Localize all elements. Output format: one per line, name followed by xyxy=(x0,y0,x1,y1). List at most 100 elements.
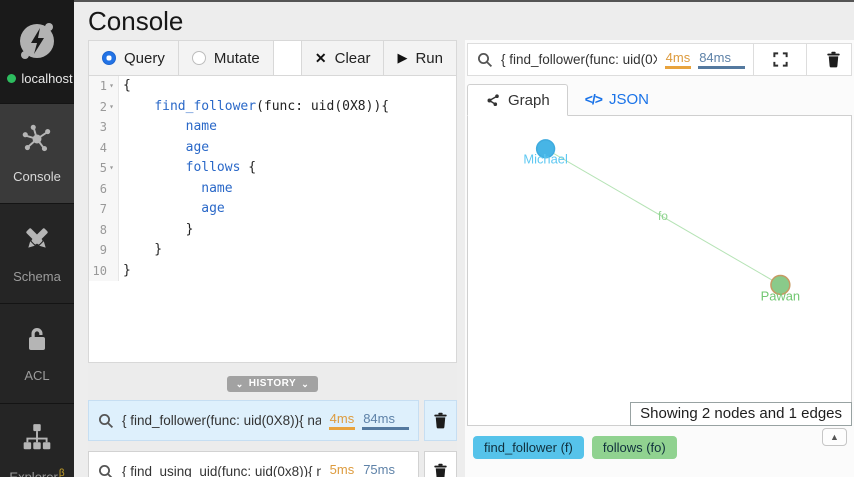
code-token xyxy=(123,99,154,114)
line-gutter[interactable]: 6 xyxy=(89,178,119,199)
tab-graph[interactable]: Graph xyxy=(467,84,568,116)
trash-icon xyxy=(431,411,450,430)
graph-node-label: Michael xyxy=(523,152,568,167)
line-number: 10 xyxy=(92,263,107,278)
graph-edge-label: fo xyxy=(658,209,668,223)
editor-line[interactable]: 6 name xyxy=(89,178,456,200)
history-entry[interactable]: { find_using_uid(func: uid(0x8)){ na... 5… xyxy=(88,451,419,477)
line-gutter[interactable]: 7 xyxy=(89,199,119,220)
server-label: localhost xyxy=(21,70,73,86)
editor-line[interactable]: 2▾ find_follower(func: uid(0X8)){ xyxy=(89,96,456,117)
history-section: ⌄ HISTORY ⌄ { find_follower(func: uid(0X… xyxy=(88,363,457,477)
editor-line[interactable]: 7 age xyxy=(89,199,456,220)
network-latency: 75ms xyxy=(362,462,409,477)
line-gutter[interactable]: 10 xyxy=(89,260,119,281)
line-gutter[interactable]: 9 xyxy=(89,240,119,261)
line-gutter[interactable]: 2▾ xyxy=(89,96,119,117)
line-number: 4 xyxy=(99,140,107,155)
sidebar-item-label: Console xyxy=(13,169,61,184)
query-tab-label: Query xyxy=(124,49,165,67)
schema-icon xyxy=(21,223,53,260)
legend-badge[interactable]: find_follower (f) xyxy=(473,436,584,459)
network-latency: 84ms xyxy=(698,50,745,69)
sidebar-item-console[interactable]: Console xyxy=(0,104,74,204)
code-token: name xyxy=(201,180,233,196)
graph-icon xyxy=(485,92,501,108)
page-title: Console xyxy=(88,5,184,36)
legend-badge[interactable]: follows (fo) xyxy=(591,436,677,459)
editor-line[interactable]: 8 } xyxy=(89,219,456,240)
code-token: (func: uid(0X8)){ xyxy=(256,98,390,114)
line-number: 1 xyxy=(99,79,107,93)
line-gutter[interactable]: 5▾ xyxy=(89,158,119,179)
collapse-legend-button[interactable]: ▲ xyxy=(822,428,847,446)
search-icon xyxy=(98,413,114,429)
run-button[interactable]: ▶ Run xyxy=(384,41,456,75)
history-entry[interactable]: { find_follower(func: uid(0X8)){ nam...4… xyxy=(88,400,419,441)
history-list: { find_follower(func: uid(0X8)){ nam...4… xyxy=(88,400,457,477)
editor-line[interactable]: 3 name xyxy=(89,117,456,138)
server-latency: 4ms xyxy=(664,50,692,69)
result-tabs: Graph </> JSON xyxy=(467,83,852,116)
search-icon xyxy=(98,464,114,477)
history-toggle[interactable]: ⌄ HISTORY ⌄ xyxy=(226,376,319,392)
explorer-icon xyxy=(21,422,53,459)
code-line: name xyxy=(119,179,233,200)
line-gutter[interactable]: 4 xyxy=(89,137,119,158)
code-line: } xyxy=(119,240,162,261)
sidebar-item-schema[interactable]: Schema xyxy=(0,204,74,304)
query-panel: Query Mutate ✕ Clear ▶ Run xyxy=(88,40,457,477)
editor-line[interactable]: 1▾{ xyxy=(89,76,456,97)
main-area: Console Query Mutate ✕ Cl xyxy=(74,0,854,477)
clear-button[interactable]: ✕ Clear xyxy=(302,41,385,75)
history-row: { find_using_uid(func: uid(0x8)){ na... 5… xyxy=(88,451,457,477)
line-gutter[interactable]: 8 xyxy=(89,219,119,240)
sidebar-server-section[interactable]: localhost xyxy=(0,0,74,104)
editor-line[interactable]: 5▾ follows { xyxy=(89,158,456,179)
line-gutter[interactable]: 3 xyxy=(89,117,119,138)
code-token xyxy=(123,160,186,175)
mutate-tab[interactable]: Mutate xyxy=(179,41,274,75)
fold-icon[interactable]: ▾ xyxy=(109,81,114,90)
graph-legend: find_follower (f) follows (fo) ▲ xyxy=(467,426,852,467)
graph-node-pawan[interactable] xyxy=(770,274,791,296)
code-editor[interactable]: 1▾{2▾ find_follower(func: uid(0X8)){3 na… xyxy=(88,76,457,363)
line-number: 8 xyxy=(99,222,107,237)
editor-line[interactable]: 10} xyxy=(89,260,456,281)
divider xyxy=(806,44,807,75)
beta-badge: β xyxy=(58,468,65,477)
fullscreen-icon xyxy=(772,51,789,68)
search-icon xyxy=(477,52,493,68)
delete-history-button[interactable] xyxy=(424,451,457,477)
mutate-tab-label: Mutate xyxy=(213,49,260,67)
code-token: age xyxy=(185,139,210,155)
tab-graph-label: Graph xyxy=(508,91,550,109)
tab-json[interactable]: </> JSON xyxy=(568,83,666,115)
history-query-text: { find_using_uid(func: uid(0x8)){ na... xyxy=(122,464,321,477)
line-number: 5 xyxy=(99,161,107,175)
result-query-text: { find_follower(func: uid(0X8)){ n... xyxy=(501,52,657,67)
query-tab[interactable]: Query xyxy=(89,41,179,75)
clear-button-label: Clear xyxy=(334,49,371,67)
sidebar-item-explorer[interactable]: Explorerβ xyxy=(0,404,74,477)
line-number: 3 xyxy=(99,120,107,134)
delete-result-button[interactable] xyxy=(815,44,851,75)
sidebar-item-label: ACL xyxy=(24,368,50,383)
code-line: { xyxy=(119,76,131,97)
delete-history-button[interactable] xyxy=(424,400,457,441)
fold-icon[interactable]: ▾ xyxy=(109,163,114,172)
code-line: age xyxy=(119,138,209,159)
editor-line[interactable]: 9 } xyxy=(89,240,456,261)
editor-line[interactable]: 4 age xyxy=(89,137,456,159)
sidebar-item-acl[interactable]: ACL xyxy=(0,304,74,404)
line-gutter[interactable]: 1▾ xyxy=(89,76,119,97)
fullscreen-button[interactable] xyxy=(762,44,798,75)
tab-json-label: JSON xyxy=(608,90,649,108)
trash-icon xyxy=(824,50,843,69)
fold-icon[interactable]: ▾ xyxy=(109,101,114,111)
graph-node-michael[interactable] xyxy=(535,139,556,159)
code-token: follows xyxy=(185,160,241,175)
